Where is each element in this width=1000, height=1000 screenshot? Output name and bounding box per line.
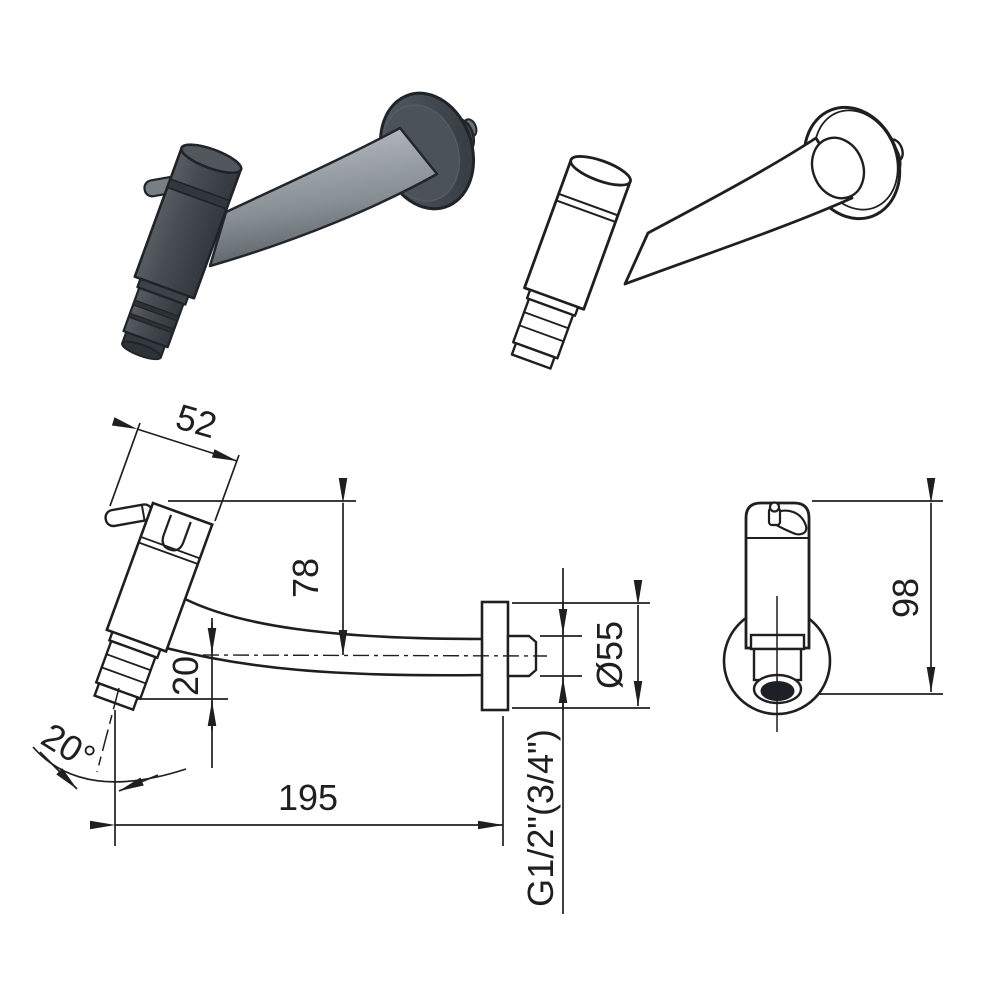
- front-dimension-view: 98: [722, 478, 943, 732]
- dim-body-width: [109, 417, 240, 522]
- dim-reach: [90, 716, 504, 846]
- spout-tube-outline: [623, 136, 854, 286]
- side-dimension-view: 52 78 20 20° 195: [32, 396, 650, 914]
- outline-3d-view: [510, 105, 904, 370]
- dim-flange-diameter: [512, 580, 650, 709]
- tap-body-front: [744, 501, 811, 650]
- tap-body-outline: [510, 155, 632, 370]
- dim-spout-angle: [32, 687, 187, 846]
- dim-outlet-drop: [138, 618, 228, 768]
- dim-body-width-label: 52: [172, 396, 222, 446]
- dim-flange-diameter-label: Ø55: [589, 621, 630, 689]
- dim-thread: [540, 568, 582, 914]
- dim-body-height-label: 78: [285, 558, 326, 598]
- dim-thread-label: G1/2"(3/4"): [520, 729, 561, 907]
- spout-tube-side: [164, 597, 486, 677]
- dim-outlet-drop-label: 20: [165, 656, 206, 696]
- dim-spout-angle-label: 20°: [35, 715, 103, 779]
- spout-centerline: [202, 654, 548, 657]
- tube-entry-ellipse: [810, 136, 866, 200]
- dim-overall-height-label: 98: [885, 578, 926, 618]
- thread-connector-side: [506, 634, 538, 678]
- shaded-3d-view: [121, 91, 478, 361]
- spout-tube-shaded: [208, 126, 439, 268]
- tap-body-side: [93, 501, 214, 712]
- tap-body-shaded: [121, 143, 243, 361]
- dim-reach-label: 195: [278, 777, 338, 818]
- dim-overall-height: [812, 478, 943, 695]
- dim-body-height: [168, 478, 356, 656]
- handle-pin-front: [767, 501, 808, 536]
